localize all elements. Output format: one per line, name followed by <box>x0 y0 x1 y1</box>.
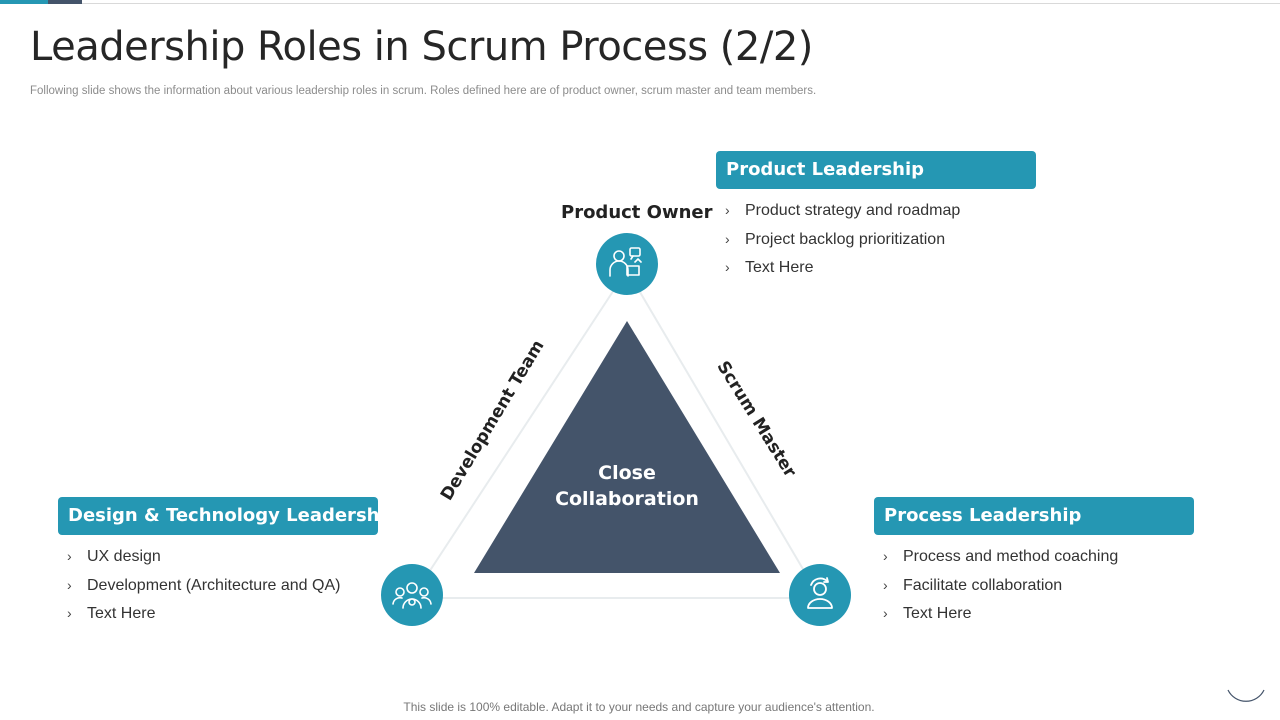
chevron-right-icon: › <box>725 259 730 275</box>
product-leadership-header: Product Leadership <box>716 151 1036 189</box>
scrum-master-icon <box>807 577 833 609</box>
product-owner-icon <box>609 247 642 277</box>
slide-footer: This slide is 100% editable. Adapt it to… <box>403 700 875 714</box>
chevron-right-icon: › <box>883 548 888 564</box>
center-caption: Close Collaboration <box>527 460 727 512</box>
list-item: › Text Here <box>67 599 340 628</box>
scrum-master-node <box>789 564 851 626</box>
chevron-right-icon: › <box>725 202 730 218</box>
chevron-right-icon: › <box>67 605 72 621</box>
bullet-text: Facilitate collaboration <box>903 576 1063 594</box>
list-item: › Text Here <box>883 599 1118 628</box>
top-accent-teal <box>0 0 48 4</box>
design-technology-leadership-header: Design & Technology Leadership <box>58 497 399 535</box>
slide-title: Leadership Roles in Scrum Process (2/2) <box>30 24 813 70</box>
list-item: › Process and method coaching <box>883 542 1118 571</box>
bullet-text: Text Here <box>745 259 814 276</box>
bullet-text: Project backlog prioritization <box>745 230 946 248</box>
center-caption-line2: Collaboration <box>555 488 699 510</box>
list-item: › Facilitate collaboration <box>883 571 1118 600</box>
top-rule <box>0 3 1280 4</box>
center-triangle <box>474 321 780 573</box>
product-owner-label: Product Owner <box>561 202 713 223</box>
chevron-right-icon: › <box>725 230 730 247</box>
bullet-text: UX design <box>87 548 161 565</box>
team-icon <box>392 582 432 609</box>
product-leadership-list: › Product strategy and roadmap › Project b… <box>725 196 960 282</box>
chevron-right-icon: › <box>883 605 888 621</box>
list-item: › UX design <box>67 542 340 571</box>
team-node <box>381 564 443 626</box>
chevron-right-icon: › <box>67 576 72 593</box>
bullet-text: Text Here <box>903 605 972 622</box>
top-accent-slate <box>48 0 82 4</box>
design-technology-leadership-list: › UX design › Development (Architecture an… <box>67 542 340 628</box>
process-leadership-header: Process Leadership <box>874 497 1194 535</box>
bullet-text: Product strategy and roadmap <box>745 202 961 219</box>
outer-triangle-outline <box>410 268 822 599</box>
chevron-right-icon: › <box>67 548 72 564</box>
process-leadership-list: › Process and method coaching › Facilitate… <box>883 542 1118 628</box>
slide-subtitle: Following slide shows the information ab… <box>30 85 817 97</box>
bullet-text: Text Here <box>87 605 156 622</box>
bullet-text: Development (Architecture and QA) <box>87 576 341 594</box>
list-item: › Text Here <box>725 253 960 282</box>
product-owner-node <box>596 233 658 295</box>
list-item: › Product strategy and roadmap <box>725 196 960 225</box>
corner-arc <box>1227 689 1265 702</box>
chevron-right-icon: › <box>883 576 888 593</box>
list-item: › Development (Architecture and QA) <box>67 571 340 600</box>
center-caption-line1: Close <box>598 462 656 484</box>
bullet-text: Process and method coaching <box>903 548 1119 565</box>
list-item: › Project backlog prioritization <box>725 225 960 254</box>
